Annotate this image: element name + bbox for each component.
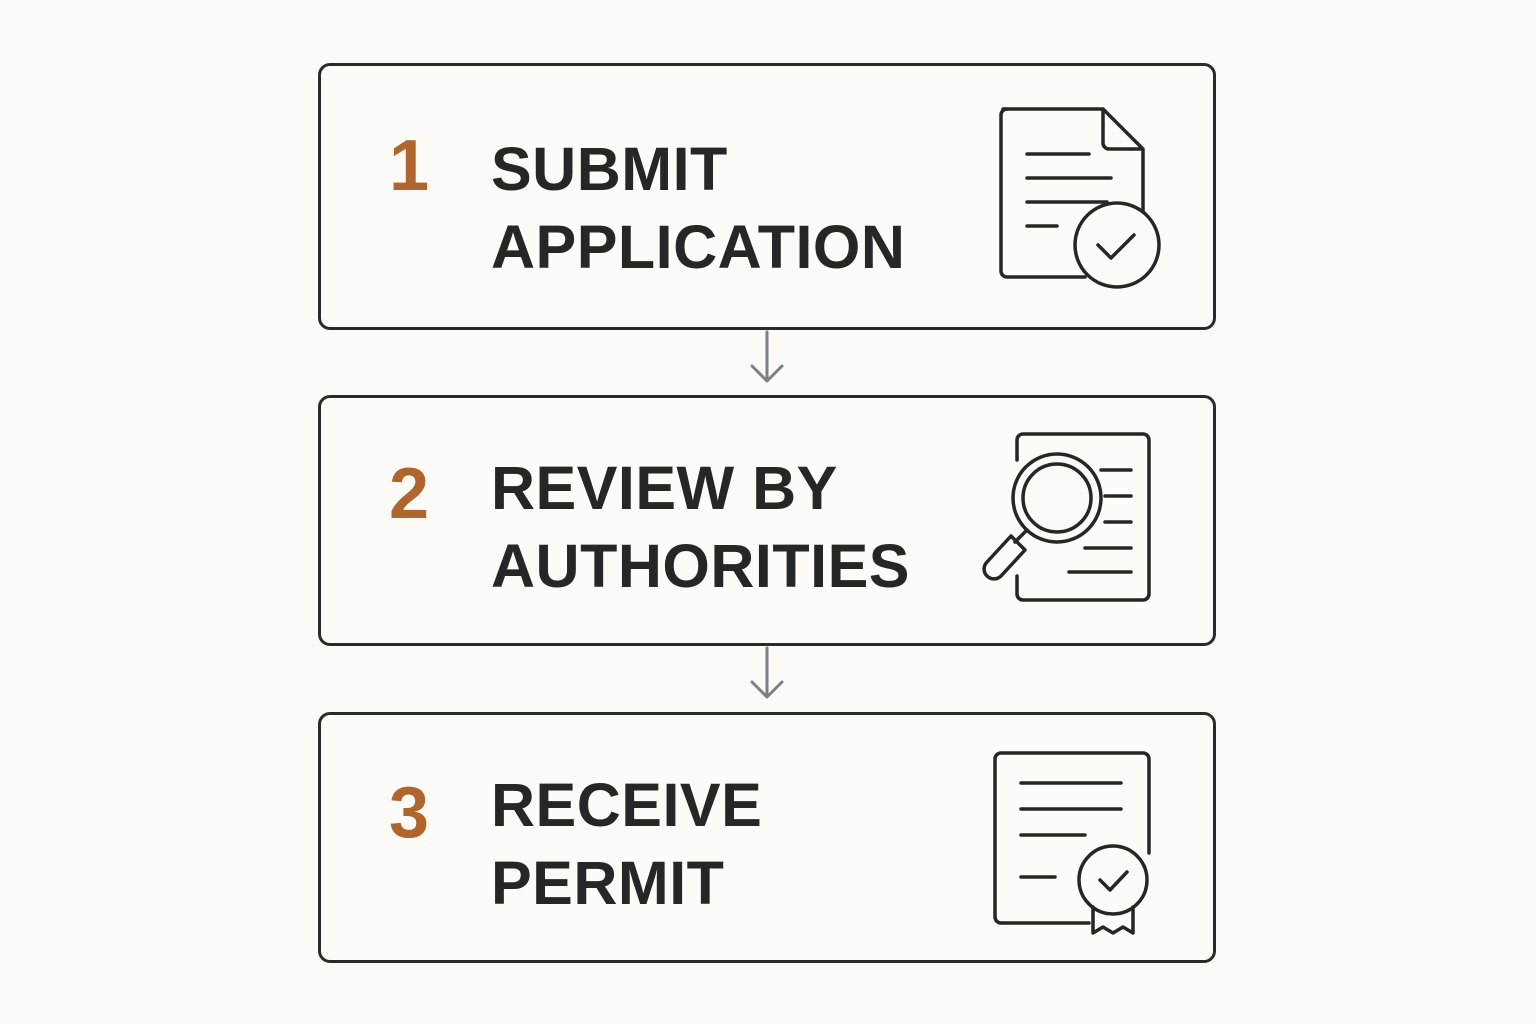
step-title: RECEIVE PERMIT (491, 766, 762, 922)
step-review-by-authorities: 2 REVIEW BY AUTHORITIES (318, 395, 1216, 646)
step-title-line-2: AUTHORITIES (491, 532, 910, 600)
step-title: SUBMIT APPLICATION (491, 130, 905, 286)
step-number: 2 (389, 454, 430, 534)
flow-arrow-down-icon (747, 644, 787, 704)
step-title: REVIEW BY AUTHORITIES (491, 449, 910, 605)
step-submit-application: 1 SUBMIT APPLICATION (318, 63, 1216, 330)
document-check-icon (961, 99, 1181, 299)
step-title-line-1: REVIEW BY (491, 454, 838, 522)
step-title-line-1: SUBMIT (491, 135, 728, 203)
flow-arrow-down-icon (747, 328, 787, 388)
document-magnifier-icon (961, 426, 1181, 626)
step-title-line-1: RECEIVE (491, 771, 763, 839)
step-number: 1 (389, 126, 430, 206)
certificate-icon (961, 743, 1181, 943)
step-receive-permit: 3 RECEIVE PERMIT (318, 712, 1216, 963)
step-number: 3 (389, 773, 430, 853)
step-title-line-2: APPLICATION (491, 213, 906, 281)
step-title-line-2: PERMIT (491, 849, 725, 917)
